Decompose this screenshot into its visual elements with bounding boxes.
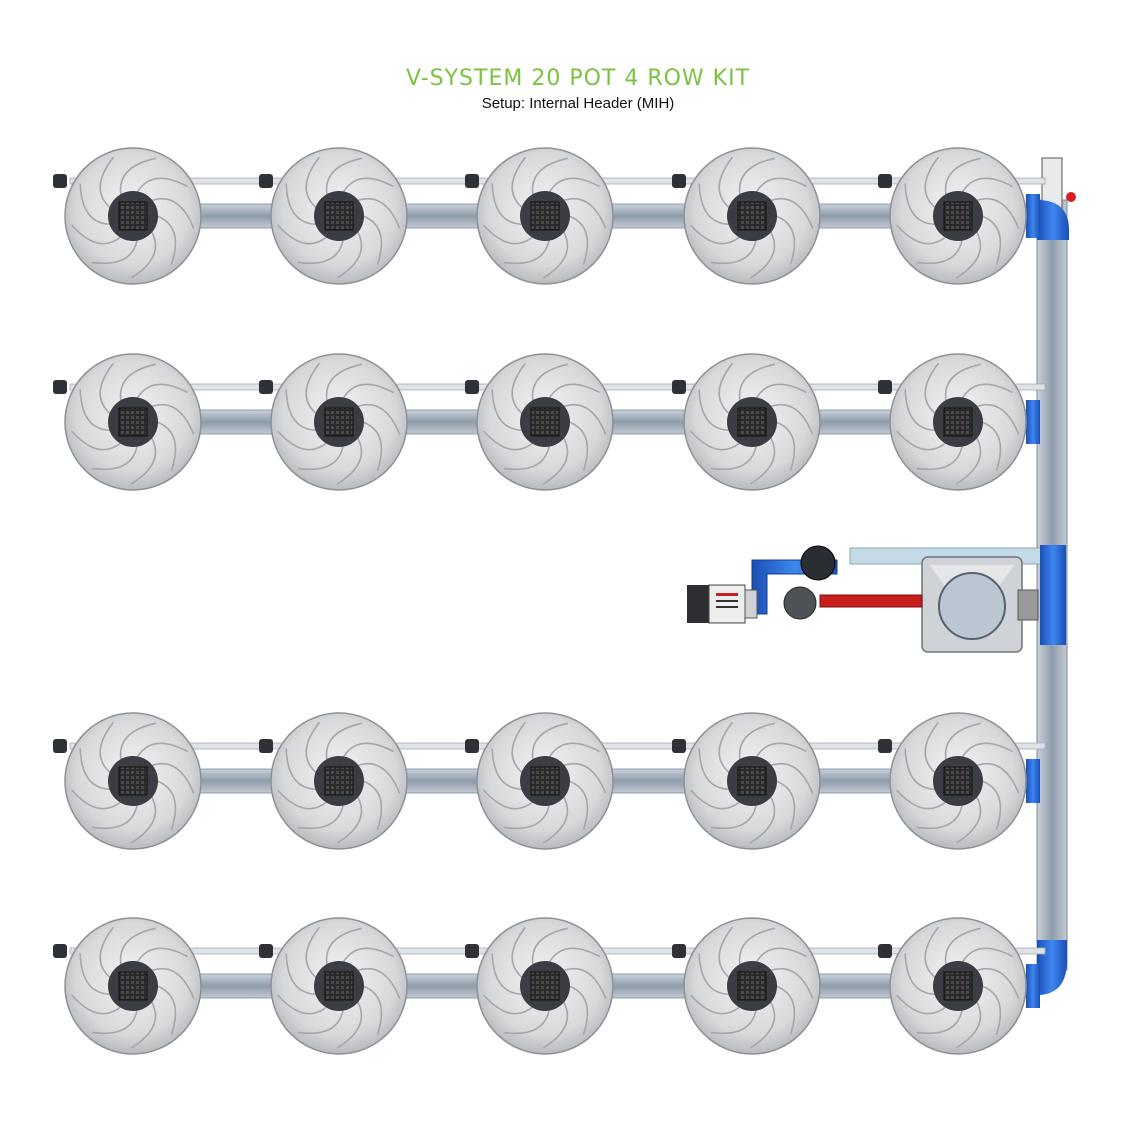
pot-icon[interactable] [53, 147, 202, 285]
page-subtitle: Setup: Internal Header (MIH) [481, 95, 675, 112]
drip-valve[interactable] [878, 380, 892, 394]
pot-row [53, 353, 1046, 491]
pot-icon[interactable] [465, 712, 614, 850]
drip-valve[interactable] [259, 174, 273, 188]
header-connector [1026, 400, 1040, 444]
drip-valve[interactable] [672, 739, 686, 753]
pot-row [53, 712, 1046, 850]
drip-valve[interactable] [465, 944, 479, 958]
drip-valve[interactable] [53, 944, 67, 958]
drip-valve[interactable] [53, 380, 67, 394]
drip-valve[interactable] [259, 944, 273, 958]
pot-icon[interactable] [259, 147, 408, 285]
drip-valve[interactable] [53, 739, 67, 753]
pot-icon[interactable] [259, 917, 408, 1055]
pot-icon[interactable] [465, 917, 614, 1055]
drip-valve[interactable] [672, 380, 686, 394]
pot-icon[interactable] [672, 147, 821, 285]
page-title: V-SYSTEM 20 POT 4 ROW KIT [405, 66, 751, 91]
pot-icon[interactable] [465, 353, 614, 491]
filter-icon [800, 545, 836, 581]
pot-icon[interactable] [672, 917, 821, 1055]
drip-valve[interactable] [878, 739, 892, 753]
pot-icon[interactable] [878, 353, 1027, 491]
pump-icon[interactable] [687, 584, 758, 624]
pot-icon[interactable] [465, 147, 614, 285]
reservoir-icon [921, 556, 1039, 653]
pot-icon[interactable] [878, 147, 1027, 285]
drip-valve[interactable] [672, 174, 686, 188]
drip-valve[interactable] [878, 174, 892, 188]
valve-icon[interactable] [1066, 192, 1076, 202]
drip-valve[interactable] [259, 380, 273, 394]
drip-valve[interactable] [259, 739, 273, 753]
pot-row [53, 147, 1046, 285]
drip-valve[interactable] [465, 174, 479, 188]
drip-valve[interactable] [878, 944, 892, 958]
pump-assembly [687, 545, 1066, 653]
header-connector [1026, 194, 1040, 238]
pot-icon[interactable] [878, 712, 1027, 850]
drip-valve[interactable] [465, 739, 479, 753]
pot-icon[interactable] [259, 712, 408, 850]
pot-icon[interactable] [672, 712, 821, 850]
pot-icon[interactable] [878, 917, 1027, 1055]
pot-icon[interactable] [672, 353, 821, 491]
header-connector [1026, 759, 1040, 803]
drip-valve[interactable] [672, 944, 686, 958]
header-connector [1026, 964, 1040, 1008]
pot-icon[interactable] [53, 353, 202, 491]
pot-icon[interactable] [53, 917, 202, 1055]
pot-row [53, 917, 1046, 1055]
pot-icon[interactable] [259, 353, 408, 491]
drip-valve[interactable] [465, 380, 479, 394]
pot-icon[interactable] [53, 712, 202, 850]
drip-valve[interactable] [53, 174, 67, 188]
